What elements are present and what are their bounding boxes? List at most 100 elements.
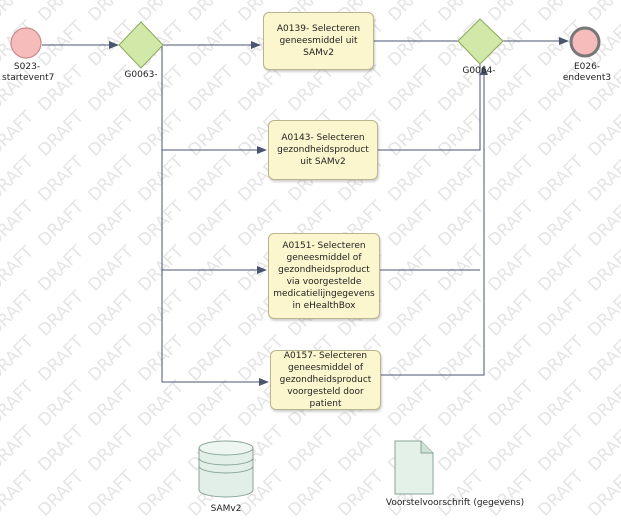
watermark-text: DRAFT — [484, 0, 538, 26]
watermark-text: DRAFT — [184, 152, 238, 206]
watermark-text: DRAFT — [0, 467, 38, 520]
watermark-text: DRAFT — [434, 467, 488, 520]
watermark-text: DRAFT — [384, 17, 438, 71]
watermark-text: DRAFT — [0, 332, 38, 386]
watermark-text: DRAFT — [34, 107, 88, 161]
watermark-text: DRAFT — [384, 0, 438, 26]
watermark-text: DRAFT — [534, 0, 588, 26]
watermark-text: DRAFT — [84, 197, 138, 251]
watermark-text: DRAFT — [434, 377, 488, 431]
watermark-text: DRAFT — [384, 62, 438, 116]
watermark-text: DRAFT — [184, 62, 238, 116]
watermark-text: DRAFT — [84, 332, 138, 386]
watermark-text: DRAFT — [0, 242, 38, 296]
watermark-text: DRAFT — [0, 107, 38, 161]
watermark-text: DRAFT — [34, 287, 88, 341]
watermark-text: DRAFT — [334, 422, 388, 476]
watermark-text: DRAFT — [584, 332, 621, 386]
watermark-text: DRAFT — [384, 107, 438, 161]
flow-a0143-to-join[interactable] — [378, 64, 481, 151]
watermark-text: DRAFT — [434, 287, 488, 341]
watermark-text: DRAFT — [534, 332, 588, 386]
watermark-text: DRAFT — [84, 107, 138, 161]
watermark-text: DRAFT — [84, 0, 138, 26]
start-event[interactable] — [10, 27, 42, 59]
watermark-text: DRAFT — [384, 332, 438, 386]
task-a0151[interactable]: A0151- Selecteren geneesmiddel of gezond… — [268, 233, 380, 319]
watermark-text: DRAFT — [134, 332, 188, 386]
database-icon[interactable] — [198, 440, 254, 498]
watermark-text: DRAFT — [384, 377, 438, 431]
watermark-text: DRAFT — [434, 242, 488, 296]
watermark-text: DRAFT — [484, 107, 538, 161]
task-a0139[interactable]: A0139- Selecteren geneesmiddel uit SAMv2 — [263, 12, 374, 70]
watermark-text: DRAFT — [134, 107, 188, 161]
watermark-text: DRAFT — [84, 287, 138, 341]
watermark-text: DRAFT — [84, 152, 138, 206]
watermark-text: DRAFT — [284, 422, 338, 476]
watermark-text: DRAFT — [0, 287, 38, 341]
watermark-text: DRAFT — [534, 197, 588, 251]
watermark-text: DRAFT — [34, 377, 88, 431]
gateway-join[interactable] — [457, 18, 504, 65]
watermark-text: DRAFT — [384, 242, 438, 296]
watermark-text: DRAFT — [584, 377, 621, 431]
watermark-text: DRAFT — [484, 197, 538, 251]
task-a0143[interactable]: A0143- Selecteren gezondheidsproduct uit… — [268, 120, 378, 180]
watermark-text: DRAFT — [0, 152, 38, 206]
watermark-text: DRAFT — [34, 152, 88, 206]
start-event-label: S023- startevent7 — [2, 62, 55, 83]
watermark-text: DRAFT — [134, 152, 188, 206]
watermark-text: DRAFT — [134, 197, 188, 251]
flow-a0157-to-join[interactable] — [381, 65, 488, 376]
watermark-text: DRAFT — [184, 332, 238, 386]
task-a0157[interactable]: A0157- Selecteren geneesmiddel of gezond… — [270, 350, 381, 410]
gateway-split[interactable] — [118, 21, 164, 69]
watermark-text: DRAFT — [434, 332, 488, 386]
watermark-text: DRAFT — [84, 422, 138, 476]
document-icon[interactable] — [394, 440, 434, 495]
watermark-text: DRAFT — [534, 422, 588, 476]
watermark-text: DRAFT — [134, 377, 188, 431]
end-event[interactable] — [569, 26, 601, 58]
watermark-text: DRAFT — [34, 0, 88, 26]
watermark-text: DRAFT — [184, 107, 238, 161]
end-event-label: E026- endevent3 — [562, 62, 612, 83]
dataobject-label: Voorstelvoorschrift (gegevens) — [385, 498, 525, 508]
watermark-text: DRAFT — [434, 152, 488, 206]
watermark-text: DRAFT — [534, 107, 588, 161]
watermark-text: DRAFT — [84, 467, 138, 520]
watermark-text: DRAFT — [134, 467, 188, 520]
watermark-text: DRAFT — [534, 287, 588, 341]
watermark-text: DRAFT — [0, 197, 38, 251]
watermark-text: DRAFT — [484, 422, 538, 476]
watermark-text: DRAFT — [534, 377, 588, 431]
watermark-text: DRAFT — [484, 332, 538, 386]
watermark-text: DRAFT — [284, 467, 338, 520]
watermark-text: DRAFT — [384, 197, 438, 251]
watermark-text: DRAFT — [34, 197, 88, 251]
watermark-text: DRAFT — [134, 422, 188, 476]
watermark-text: DRAFT — [334, 467, 388, 520]
watermark-text: DRAFT — [34, 242, 88, 296]
watermark-text: DRAFT — [484, 467, 538, 520]
watermark-text: DRAFT — [34, 422, 88, 476]
watermark-text: DRAFT — [184, 17, 238, 71]
gateway-join-label: G0064- — [462, 66, 496, 76]
watermark-text: DRAFT — [184, 0, 238, 26]
gateway-split-label: G0063- — [124, 70, 158, 80]
watermark-text: DRAFT — [184, 377, 238, 431]
watermark-text: DRAFT — [134, 287, 188, 341]
watermark-text: DRAFT — [184, 197, 238, 251]
watermark-text: DRAFT — [384, 287, 438, 341]
watermark-text: DRAFT — [584, 152, 621, 206]
watermark-text: DRAFT — [534, 152, 588, 206]
datastore-label: SAMv2 — [210, 504, 242, 514]
watermark-text: DRAFT — [484, 152, 538, 206]
watermark-text: DRAFT — [534, 467, 588, 520]
watermark-text: DRAFT — [34, 467, 88, 520]
watermark-text: DRAFT — [584, 107, 621, 161]
watermark-text: DRAFT — [0, 377, 38, 431]
watermark-text: DRAFT — [484, 242, 538, 296]
watermark-text: DRAFT — [484, 287, 538, 341]
